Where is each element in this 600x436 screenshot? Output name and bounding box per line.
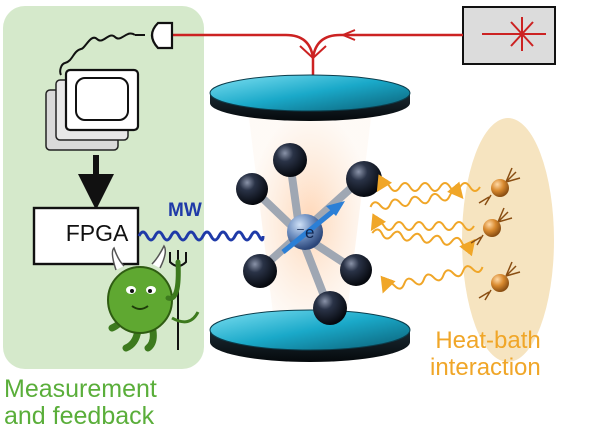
spin-arrow-icon [281, 201, 345, 254]
heat-bath-line-1: Heat-bath [435, 327, 541, 354]
heat-bath-title: Heat-bath interaction [430, 327, 541, 381]
electron-label: ⁻e [296, 223, 315, 242]
heat-bath-region [462, 118, 554, 362]
optical-lens-icon [209, 74, 411, 121]
computer-monitor-icon [45, 68, 140, 151]
demon-icon [107, 244, 200, 352]
photodetector-icon [135, 21, 174, 50]
detector-cable [59, 32, 136, 76]
measurement-line-1: Measurement [4, 375, 157, 403]
laser-icon [462, 6, 556, 65]
measurement-line-2: and feedback [4, 402, 155, 430]
heat-bath-arrows [369, 174, 484, 294]
measurement-feedback-title: Measurement and feedback [4, 376, 157, 430]
microwave-label: MW [168, 200, 202, 221]
heat-bath-particles [470, 167, 521, 301]
microwave-wave [137, 230, 265, 242]
optical-lens-icon-bottom [209, 309, 411, 362]
atom-icon [236, 143, 382, 325]
fpga-label: FPGA [65, 220, 129, 246]
heat-bath-line-2: interaction [430, 354, 541, 381]
fpga-box [32, 206, 140, 266]
laser-beam [172, 29, 463, 88]
feedback-panel [3, 6, 204, 369]
